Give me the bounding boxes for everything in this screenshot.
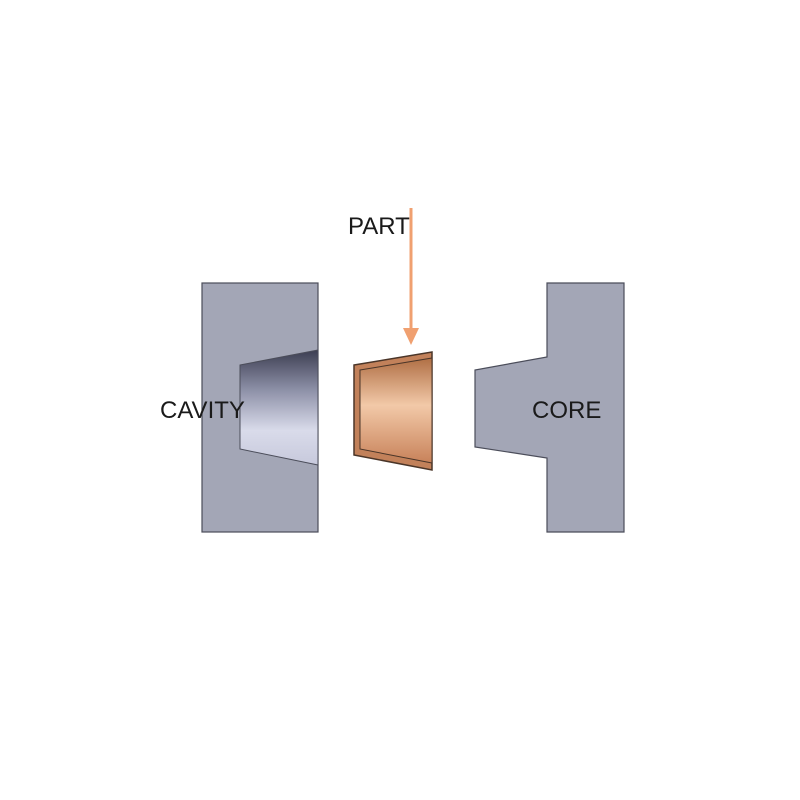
molded-part [353,351,433,471]
part-arrow-head [403,328,419,345]
core-mold [474,282,625,533]
part-arrow [403,208,419,345]
part-label: PART [348,213,410,240]
cavity-recess [239,349,319,466]
cavity-label: CAVITY [160,397,245,424]
part-inner [359,357,433,464]
cavity-mold [201,282,319,533]
core-label: CORE [532,397,601,424]
